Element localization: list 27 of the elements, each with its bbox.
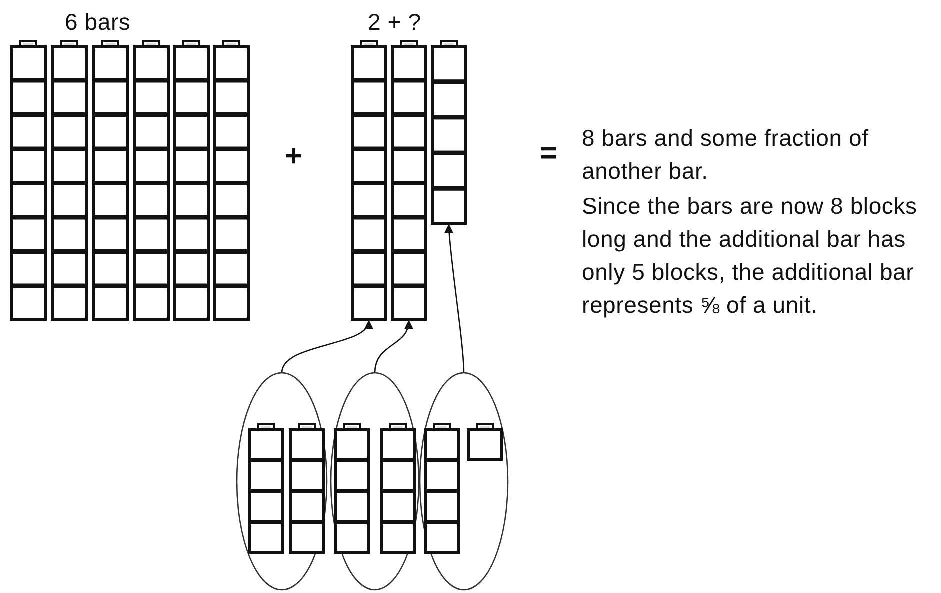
block-bar — [92, 40, 129, 320]
arrow — [444, 224, 465, 374]
block-bar — [10, 40, 47, 320]
grouping-oval — [330, 372, 420, 591]
explanation-text: 8 bars and some fraction of another bar. — [582, 124, 870, 186]
block-bar — [467, 423, 503, 460]
block-bar — [248, 423, 284, 553]
block-bar — [173, 40, 210, 320]
arrow — [281, 320, 372, 374]
block-bar — [391, 40, 427, 320]
block-bar — [351, 40, 387, 320]
grouping-oval — [236, 372, 328, 591]
grouping-oval — [419, 372, 509, 591]
plus-sign: + — [285, 140, 303, 173]
equals-sign: = — [540, 137, 558, 170]
block-bar — [431, 40, 467, 224]
arrow — [374, 320, 413, 374]
bar-count-label: 6 bars — [65, 8, 131, 37]
bar-count-label: 2 + ? — [368, 8, 422, 37]
block-bar — [334, 423, 370, 553]
block-bar — [380, 423, 416, 553]
block-bar — [424, 423, 460, 553]
block-bar — [213, 40, 250, 320]
block-bar — [51, 40, 88, 320]
block-bar — [289, 423, 325, 553]
explanation-text: Since the bars are now 8 blocks long and the additional bar has only 5 blocks, the additional bar represents ⅝ of a unit. — [582, 192, 918, 320]
block-bar — [133, 40, 170, 320]
